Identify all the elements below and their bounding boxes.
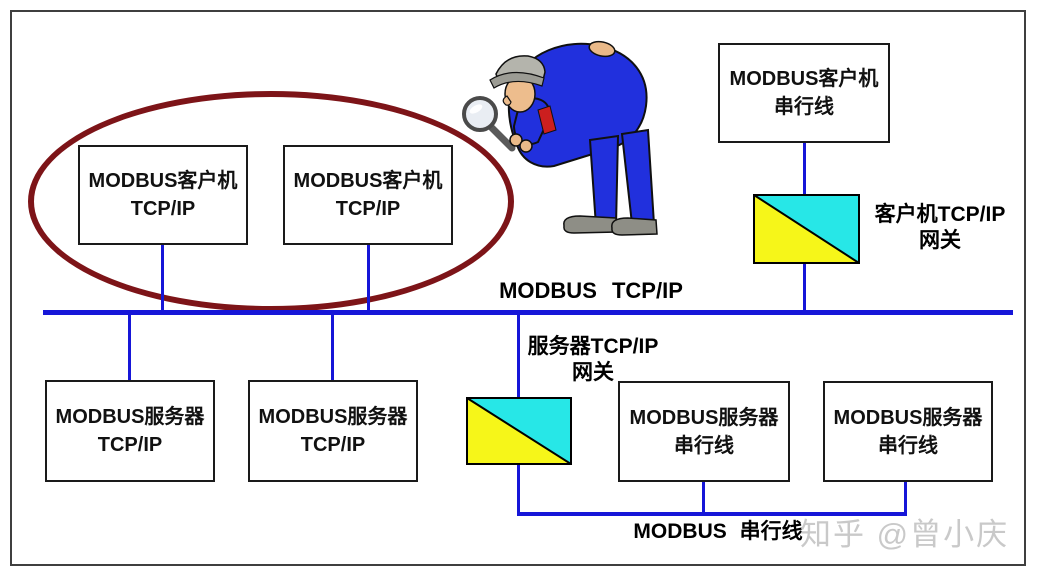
node-label-line2: 串行线 xyxy=(878,434,938,457)
node-label-line2: 串行线 xyxy=(774,96,834,118)
node-label-line2: 串行线 xyxy=(674,434,734,457)
server-tcpip-gateway-icon xyxy=(466,397,572,465)
node-modbus-client-tcp-1: MODBUS客户机 TCP/IP xyxy=(78,145,248,245)
client-gateway-label-line2: 网关 xyxy=(919,229,961,252)
node-label-line1: MODBUS服务器 xyxy=(833,406,983,429)
connector-serialserver2-to-serialbus xyxy=(904,482,907,515)
serial-bus-label: MODBUS 串行线 xyxy=(633,520,803,543)
node-modbus-server-tcp-1: MODBUS服务器 TCP/IP xyxy=(45,380,215,482)
figure-hand-1 xyxy=(509,133,523,147)
server-gateway-label-line2: 网关 xyxy=(572,361,614,384)
magnifier-handle xyxy=(486,122,516,152)
node-label-line1: MODBUS客户机 xyxy=(729,68,879,90)
detective-illustration xyxy=(462,40,658,236)
client-gateway-label: 客户机TCP/IP 网关 xyxy=(860,202,1020,254)
node-label-line2: TCP/IP xyxy=(300,434,366,456)
connector-client1-to-bus xyxy=(161,245,164,312)
connector-bus-to-server2 xyxy=(331,315,334,381)
magnifier-icon xyxy=(462,96,498,132)
node-label-line1: MODBUS客户机 xyxy=(88,170,238,192)
node-modbus-server-tcp-2: MODBUS服务器 TCP/IP xyxy=(248,380,418,482)
figure-hand-2 xyxy=(519,139,533,153)
magnifier-highlight xyxy=(469,104,483,114)
node-label-line2: TCP/IP xyxy=(335,198,401,220)
node-label-line2: TCP/IP xyxy=(130,198,196,220)
node-label-line1: MODBUS服务器 xyxy=(55,406,205,428)
serial-bus-line xyxy=(517,512,907,516)
bus-label: MODBUS TCP/IP xyxy=(499,278,683,303)
figure-shoe-back xyxy=(611,217,658,236)
node-label-line1: MODBUS服务器 xyxy=(258,406,408,428)
figure-shoe-front xyxy=(563,215,618,234)
figure-leg-front xyxy=(588,134,620,227)
node-modbus-client-tcp-2: MODBUS客户机 TCP/IP xyxy=(283,145,453,245)
client-tcpip-gateway-icon xyxy=(753,194,860,264)
node-label-line1: MODBUS客户机 xyxy=(293,170,443,192)
zhihu-watermark: 知乎 @曾小庆 xyxy=(800,517,1010,552)
figure-nose xyxy=(502,95,512,106)
server-gateway-label-line1: 服务器TCP/IP xyxy=(527,335,659,358)
node-label-line2: TCP/IP xyxy=(97,434,163,456)
figure-cap-brim xyxy=(489,71,545,89)
node-label-line1: MODBUS服务器 xyxy=(629,406,779,429)
node-modbus-server-serial-1: MODBUS服务器 串行线 xyxy=(618,381,790,482)
client-gateway-label-line1: 客户机TCP/IP xyxy=(874,203,1006,226)
connector-serialserver1-to-serialbus xyxy=(702,482,705,515)
tcpip-bus-line xyxy=(43,310,1013,315)
figure-leg-back xyxy=(620,128,656,225)
figure-hand-back xyxy=(588,40,616,58)
connector-client2-to-bus xyxy=(367,245,370,312)
emphasis-ellipse xyxy=(28,91,514,312)
node-modbus-client-serial: MODBUS客户机 串行线 xyxy=(718,43,890,143)
server-gateway-label: 服务器TCP/IP 网关 xyxy=(513,334,673,386)
connector-bus-to-server1 xyxy=(128,315,131,381)
figure-tie xyxy=(537,105,557,135)
node-modbus-server-serial-2: MODBUS服务器 串行线 xyxy=(823,381,993,482)
